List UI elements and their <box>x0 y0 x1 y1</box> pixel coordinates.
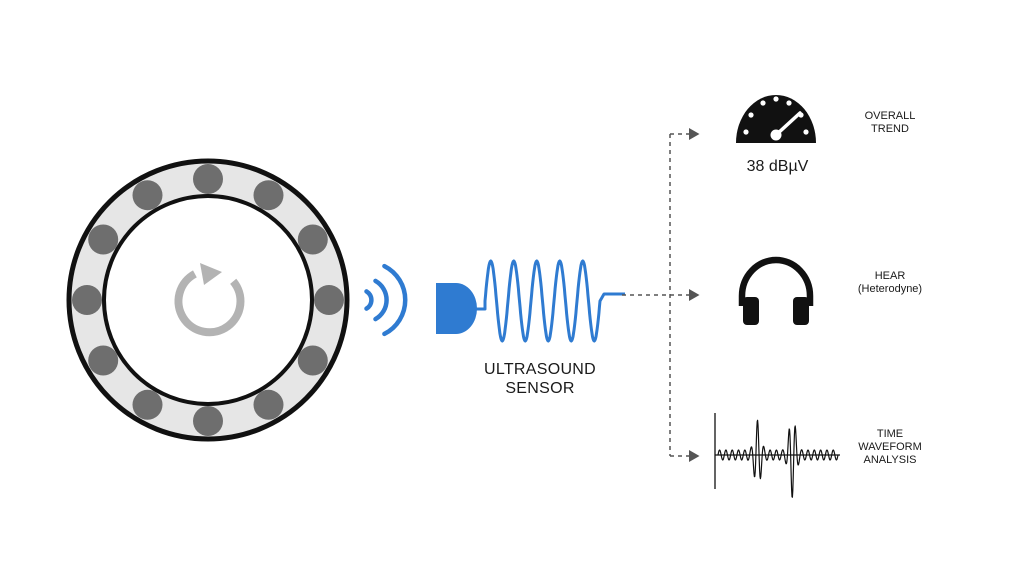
bearing-ball <box>253 389 284 420</box>
sensor-label-line2: SENSOR <box>505 380 575 397</box>
bearing-ball <box>314 285 344 315</box>
bearing-ball <box>297 224 328 255</box>
bearing-ball <box>88 345 119 376</box>
waveform-label-line3: ANALYSIS <box>863 454 917 466</box>
headphones-icon <box>738 256 814 325</box>
bearing-balls <box>72 164 344 436</box>
waveform-label-line1: TIME <box>876 428 904 440</box>
trend-value: 38 dBµV <box>746 158 809 175</box>
hear-label: HEAR (Heterodyne) <box>830 270 950 296</box>
output-connectors <box>622 128 700 462</box>
sound-waves-icon <box>364 263 408 337</box>
bearing-ball <box>193 164 223 194</box>
sensor-probe-icon <box>436 283 478 334</box>
speedometer-icon <box>736 95 816 143</box>
bearing-ball <box>297 345 328 376</box>
bearing-ball <box>72 285 102 315</box>
sensor-label-line1: ULTRASOUND <box>483 361 597 378</box>
sensor-label: ULTRASOUND SENSOR <box>460 360 620 398</box>
bearing-ball <box>253 180 284 211</box>
hear-label-line2: (Heterodyne) <box>857 283 923 295</box>
hear-label-line1: HEAR <box>874 270 906 282</box>
ultrasound-sensor <box>436 259 625 343</box>
bearing-ball <box>88 224 119 255</box>
trend-label-line1: OVERALL <box>864 110 916 122</box>
bearing <box>66 158 350 442</box>
ultrasound-signal-wave <box>470 259 625 343</box>
rotate-clockwise-icon <box>174 263 245 337</box>
bearing-inner-ring <box>102 194 314 406</box>
waveform-icon <box>714 413 840 498</box>
waveform-label-line2: WAVEFORM <box>858 441 922 453</box>
trend-label-line2: TREND <box>871 123 909 135</box>
bearing-ball <box>193 406 223 436</box>
bearing-ball <box>132 389 163 420</box>
waveform-label: TIME WAVEFORM ANALYSIS <box>830 428 950 467</box>
bearing-ball <box>132 180 163 211</box>
trend-label: OVERALL TREND <box>830 110 950 136</box>
